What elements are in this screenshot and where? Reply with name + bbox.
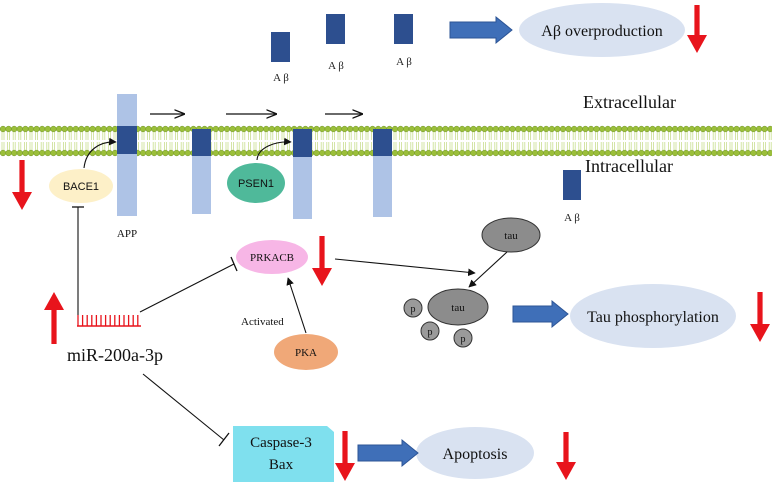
abeta-peptide-3: [394, 14, 413, 44]
intracellular-label: Intracellular: [585, 156, 673, 176]
red-down-arrow-abeta: [687, 5, 707, 53]
abeta-label-2: A β: [328, 60, 344, 72]
abeta-peptide-1: [271, 32, 290, 62]
red-down-arrow-prkacb: [312, 236, 332, 286]
red-down-arrow-bace1: [12, 160, 32, 210]
abeta-peptide-2: [326, 14, 345, 44]
prkacb-label: PRKACB: [250, 252, 294, 264]
activated-label: Activated: [241, 316, 284, 328]
caspase-bax-box: [233, 426, 334, 482]
app-fragment-2: [192, 129, 211, 214]
red-down-arrow-caspase: [335, 431, 355, 481]
mirna-inhibits-prkacb: [139, 263, 235, 313]
tau-phosphorylation-label: Tau phosphorylation: [587, 309, 719, 326]
tau-to-ptau-arrow: [468, 251, 508, 288]
app-label: APP: [117, 228, 137, 240]
psen1-label: PSEN1: [238, 178, 274, 190]
blue-arrow-abeta: [449, 15, 513, 45]
extracellular-label: Extracellular: [583, 92, 676, 112]
abeta-label-4: A β: [564, 212, 580, 224]
abeta-overproduction-node: [519, 3, 685, 57]
abeta-overproduction-label: Aβ overproduction: [541, 23, 662, 40]
phospho-tau: [403, 288, 489, 348]
cell-membrane: [0, 125, 772, 157]
mirna-strand: [77, 315, 141, 327]
bace1-label: BACE1: [63, 181, 99, 193]
red-down-arrow-apoptosis: [556, 432, 576, 480]
apoptosis-label: Apoptosis: [443, 446, 508, 463]
p-label-2: p: [428, 327, 433, 338]
app-fragment-4: [373, 129, 392, 217]
caspase3-label: Caspase-3: [250, 435, 312, 451]
prkacb-to-tau-arrow: [334, 258, 476, 277]
bace1-node: [49, 169, 113, 203]
bace1-to-app-arrow: [83, 137, 117, 169]
mirna-label: miR-200a-3p: [67, 345, 163, 365]
p-label-1: p: [411, 304, 416, 315]
pka-to-prkacb-arrow: [286, 277, 307, 334]
pka-node: [274, 334, 338, 370]
abeta-label-1: A β: [273, 72, 289, 84]
red-up-arrow-mirna: [44, 292, 64, 344]
bax-label: Bax: [269, 457, 294, 473]
pka-label: PKA: [295, 347, 317, 359]
ptau-label: tau: [451, 302, 465, 314]
psen1-node: [227, 163, 285, 203]
mirna-inhibits-caspase: [142, 373, 225, 441]
tau-phosphorylation-node: [570, 284, 736, 348]
p-label-3: p: [461, 334, 466, 345]
abeta-peptide-4: [563, 170, 581, 200]
apoptosis-node: [416, 427, 534, 479]
app-protein: [117, 94, 137, 216]
app-fragment-3: [293, 129, 312, 219]
blue-arrow-apoptosis: [357, 438, 419, 468]
prkacb-node: [236, 240, 308, 274]
blue-arrow-tau: [512, 299, 569, 329]
psen1-to-fragment-arrow: [256, 137, 292, 161]
tau-label: tau: [504, 230, 518, 242]
tau-node: [481, 217, 541, 253]
abeta-label-3: A β: [396, 56, 412, 68]
red-down-arrow-tau: [750, 292, 770, 342]
